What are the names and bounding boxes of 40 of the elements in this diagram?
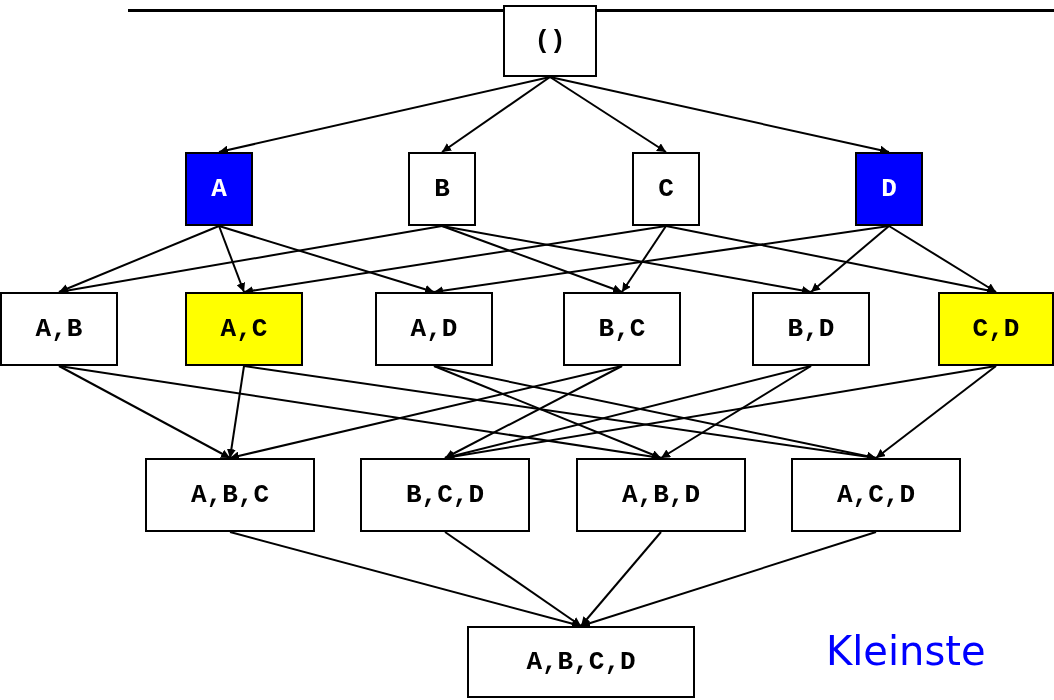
set-box: C <box>632 152 700 226</box>
arrow <box>433 365 877 461</box>
arrow <box>441 225 623 294</box>
arrow <box>888 225 997 293</box>
set-box: A,B,C,D <box>467 626 695 698</box>
arrow <box>441 76 551 153</box>
set-box: A,B <box>0 292 118 366</box>
arrow <box>441 225 812 295</box>
set-box: B,D <box>752 292 870 366</box>
arrow <box>549 76 667 153</box>
set-box: A,D <box>375 292 493 366</box>
set-box: B,C,D <box>360 458 530 532</box>
set-box: A,C,D <box>791 458 961 532</box>
set-box: () <box>503 5 597 77</box>
arrow <box>226 365 245 459</box>
arrow <box>58 225 443 295</box>
arrow <box>444 531 582 627</box>
arrow <box>875 365 997 459</box>
arrow <box>580 531 662 627</box>
arrow <box>621 225 667 293</box>
set-box: A <box>185 152 253 226</box>
set-box: B <box>408 152 476 226</box>
note-text: Kleinste <box>826 628 986 674</box>
set-box: A,B,D <box>576 458 746 532</box>
arrow <box>433 365 662 459</box>
set-box: B,C <box>563 292 681 366</box>
arrow <box>218 225 245 293</box>
set-box: A,C <box>185 292 303 366</box>
arrow <box>580 531 877 628</box>
set-box: C,D <box>938 292 1054 366</box>
arrow <box>810 225 890 293</box>
arrow <box>218 225 435 294</box>
arrow <box>58 225 220 293</box>
arrow <box>444 365 997 461</box>
arrow <box>549 76 890 155</box>
set-box: A,B,C <box>145 458 315 532</box>
arrow <box>444 365 623 459</box>
set-box: D <box>855 152 923 226</box>
arrow <box>660 365 812 459</box>
arrow <box>58 365 231 459</box>
